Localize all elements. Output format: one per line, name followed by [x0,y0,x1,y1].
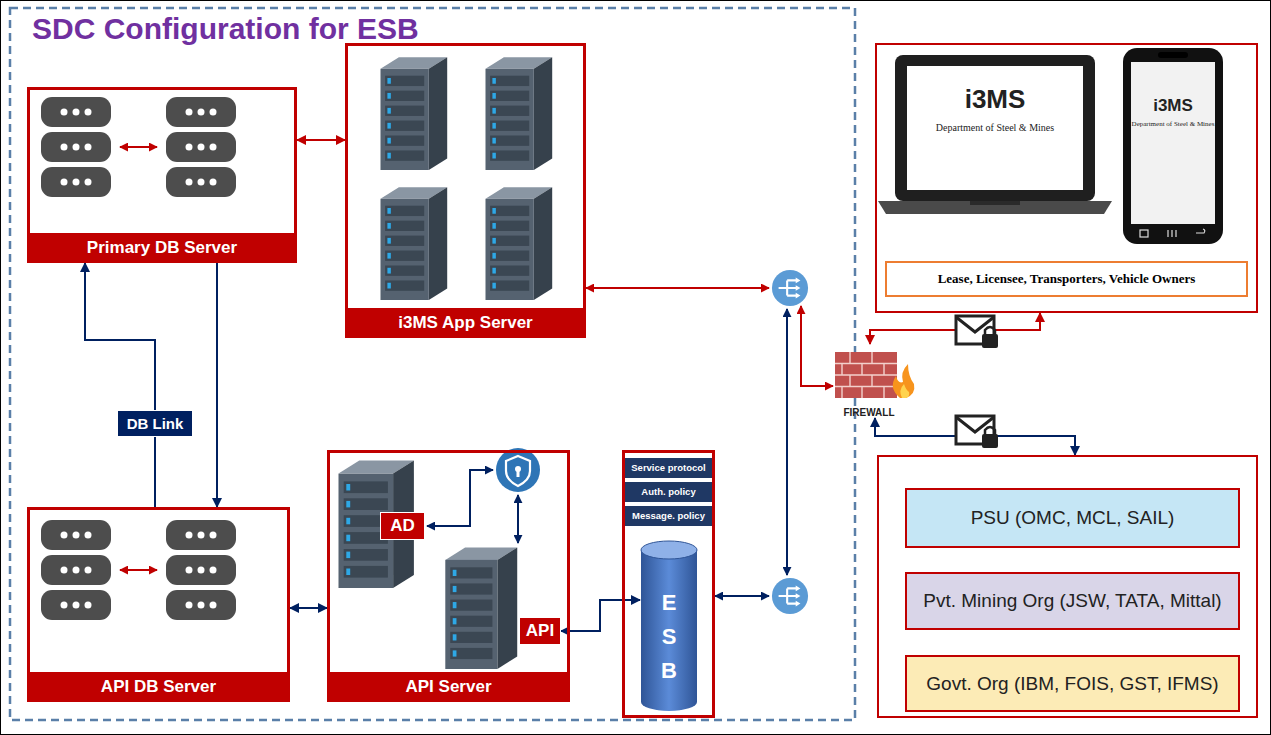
org-box: PSU (OMC, MCL, SAIL) Pvt. Mining Org (JSW… [877,455,1258,718]
node-text: PSU (OMC, MCL, SAIL) [965,507,1181,529]
api-server-box: API Server AD API [327,450,570,702]
db-server-box: API DB Server [27,507,290,702]
app-lb-wire [586,287,769,289]
node-text: Lease, Licensee, Transporters, Vehicle O… [885,261,1248,297]
diagram-title: SDC Configuration for ESB [32,12,419,46]
users-box: Lease, Licensee, Transporters, Vehicle O… [875,43,1258,313]
shield-icon [496,448,540,492]
policy-band: Service protocol [625,458,712,478]
esb-lb-wire [715,595,769,597]
node-text: API DB Server [27,672,290,702]
esb-box: Service protocolAuth. policyMessage. pol… [622,450,715,718]
node-text: E S B [658,586,680,688]
load-balancer-icon [772,270,808,306]
org-band: Govt. Org (IBM, FOIS, GST, IFMS) [905,655,1240,712]
org-band: Pvt. Mining Org (JSW, TATA, Mittal) [905,572,1240,630]
screen-label: Department of Steel & Mines [1131,120,1215,128]
screen-label: i3MS [907,84,1083,115]
node-text: Govt. Org (IBM, FOIS, GST, IFMS) [920,673,1224,695]
policy-band: Message. policy [625,506,712,526]
connector [85,263,155,507]
phone-icon [1123,48,1223,244]
secure-mail-icon [956,316,998,348]
shield-api-wire [517,495,519,543]
app-server-box: i3MS App Server [345,43,586,338]
firewall-node: FIREWALL [822,344,916,418]
node-text: Message. policy [625,506,712,526]
edge-label: DB Link [117,410,194,437]
connector [216,263,218,507]
app-server-icons [381,57,553,300]
node-text: Service protocol [625,458,712,478]
connector [297,139,345,141]
node-text: i3MS App Server [345,308,586,338]
node-text: API [520,618,560,644]
esb-cylinder: E S B [640,540,698,712]
node-text: Primary DB Server [27,233,297,263]
ad-shield-wire [427,470,493,526]
load-balancer-icon [772,578,808,614]
firewall-icon [835,352,914,398]
firewall-lb-wire [801,306,833,386]
node-text: Pvt. Mining Org (JSW, TATA, Mittal) [917,590,1227,612]
node-text: API Server [327,672,570,702]
api-server-icon [445,547,517,669]
ad-label-box: AD [380,512,425,540]
primary-db-icons [41,97,236,197]
node-text: Auth. policy [625,482,712,502]
node-text: FIREWALL [822,407,916,418]
policy-band: Auth. policy [625,482,712,502]
lb-lb-wire [786,309,788,575]
connector [290,607,327,609]
api-db-icons [41,520,236,620]
org-band: PSU (OMC, MCL, SAIL) [905,488,1240,548]
laptop-icon [878,55,1112,214]
connector [561,600,640,631]
api-label-box: API [519,617,561,645]
node-text: AD [381,513,424,539]
sdc-boundary [10,8,855,720]
secure-mail-icon [956,416,998,448]
screen-label: i3MS [1131,96,1215,116]
db-server-box: Primary DB Server [27,87,297,263]
screen-label: Department of Steel & Mines [907,122,1083,133]
